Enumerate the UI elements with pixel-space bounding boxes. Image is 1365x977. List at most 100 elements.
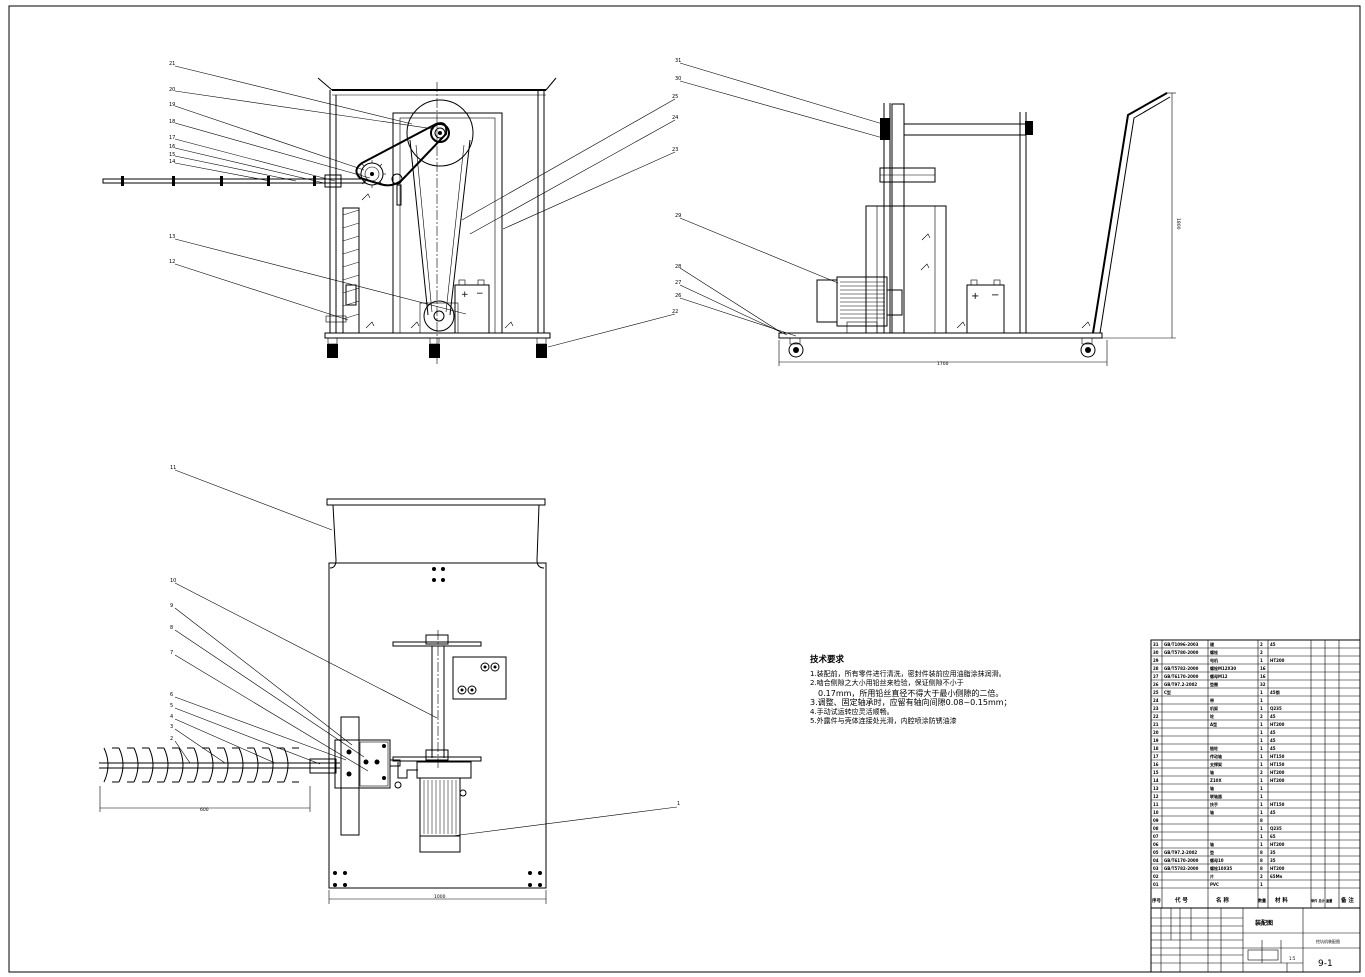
sheet-number: 9-1 xyxy=(1318,959,1333,969)
tech-line-2: 2.啮合侧隙之大小用铅丝来检验，保证侧隙不小于 xyxy=(810,679,964,687)
callout-28: 28 xyxy=(675,264,681,270)
bom-qty: 2 xyxy=(1260,874,1263,879)
callout-3: 3 xyxy=(170,724,173,730)
bom-no: 20 xyxy=(1153,730,1159,735)
callout-17: 17 xyxy=(169,135,175,141)
drawing-border xyxy=(8,5,1361,973)
bom-material: HT150 xyxy=(1270,802,1285,807)
callout-15: 15 xyxy=(169,152,175,158)
tech-line-1: 1.装配前，所有零件进行清洗，密封件装前应用油脂涂抹润滑。 xyxy=(810,669,1006,678)
dim-side-height: 1800 xyxy=(1175,218,1181,230)
bom-qty: 1 xyxy=(1260,746,1263,751)
callout-29: 29 xyxy=(675,213,681,219)
bom-material: 35 xyxy=(1270,850,1276,855)
bom-material: HT200 xyxy=(1270,842,1285,847)
bom-qty: 1 xyxy=(1260,794,1263,799)
bom-name: 螺栓 xyxy=(1210,649,1218,655)
dim-auger-length: 600 xyxy=(200,807,209,813)
tech-line-6: 5.外露件与壳体连接处光滑，内腔喷涂防锈油漆 xyxy=(810,717,957,725)
bom-name: 轴 xyxy=(1210,785,1214,791)
callout-27: 27 xyxy=(675,280,681,286)
bom-name: 螺母M12 xyxy=(1210,673,1228,679)
bom-code: GB/T5780-2000 xyxy=(1164,650,1199,655)
svg-text:+: + xyxy=(461,290,469,300)
bom-head-qty: 数量 xyxy=(1257,897,1266,903)
bom-no: 19 xyxy=(1153,738,1159,743)
bom-name: 轴 xyxy=(1210,769,1214,775)
bom-no: 04 xyxy=(1153,858,1159,863)
bom-qty: 8 xyxy=(1260,850,1263,855)
bom-qty: 1 xyxy=(1260,786,1263,791)
bom-no: 03 xyxy=(1153,866,1159,871)
side-view: + − 1700 1800 xyxy=(675,58,1181,367)
bom-no: 17 xyxy=(1153,754,1159,759)
bom-code: GB/T5782-2000 xyxy=(1164,666,1199,671)
bom-material: HT200 xyxy=(1270,778,1285,783)
svg-text:+: + xyxy=(971,291,979,302)
bom-qty: 32 xyxy=(1260,682,1266,687)
bom-qty: 2 xyxy=(1260,770,1263,775)
bom-material: HT150 xyxy=(1270,762,1285,767)
bom-name: 螺栓M12X30 xyxy=(1210,665,1236,671)
bom-qty: 1 xyxy=(1260,762,1263,767)
bom-no: 14 xyxy=(1153,778,1159,783)
top-view: 600 1000 11 10 9 8 7 6 5 4 3 xyxy=(99,465,680,904)
bom-name: 片 xyxy=(1210,873,1214,879)
technical-requirements: 技术要求 1.装配前，所有零件进行清洗，密封件装前应用油脂涂抹润滑。 2.啮合侧… xyxy=(810,655,1150,727)
bom-material: 35 xyxy=(1270,858,1276,863)
bom-name: 轴 xyxy=(1210,809,1214,815)
bom-no: 30 xyxy=(1153,650,1159,655)
bom-name: 轮 xyxy=(1210,713,1214,719)
bom-qty: 1 xyxy=(1260,778,1263,783)
bom-qty: 1 xyxy=(1260,722,1263,727)
bom-qty: 1 xyxy=(1260,882,1263,887)
bom-no: 11 xyxy=(1153,802,1159,807)
callout-8: 8 xyxy=(170,625,173,631)
bom-name: 带 xyxy=(1210,697,1214,703)
bom-name: A型 xyxy=(1210,721,1217,727)
bom-qty: 1 xyxy=(1260,706,1263,711)
bom-name: 垫圈 xyxy=(1210,681,1218,687)
bom-qty: 2 xyxy=(1260,642,1263,647)
bom-no: 10 xyxy=(1153,810,1159,815)
bom-no: 05 xyxy=(1153,850,1159,855)
bom-no: 25 xyxy=(1153,690,1159,695)
callout-1: 1 xyxy=(677,801,680,807)
bom-name: 传动轴 xyxy=(1209,753,1222,759)
bom-head-no: 序号 xyxy=(1151,897,1161,904)
callout-24: 24 xyxy=(672,115,678,121)
product-name: 挖坑机装配图 xyxy=(1316,938,1340,944)
callout-23: 23 xyxy=(672,147,678,153)
bom-qty: 1 xyxy=(1260,754,1263,759)
bom-material: 45 xyxy=(1270,810,1276,815)
bom-code: GB/T6170-2000 xyxy=(1164,858,1199,863)
bom-name: 螺母10 xyxy=(1210,857,1224,863)
tech-line-5: 4.手动试运转应灵活顺畅。 xyxy=(810,707,894,716)
callout-10: 10 xyxy=(170,578,176,584)
bom-code: GB/T97.2-2002 xyxy=(1164,850,1197,855)
bom-no: 01 xyxy=(1153,882,1159,887)
drawing-name: 装配图 xyxy=(1254,919,1273,927)
bom-no: 21 xyxy=(1153,722,1159,727)
callout-18: 18 xyxy=(169,119,175,125)
bom-code: GB/T1096-2003 xyxy=(1164,642,1199,647)
bom-name: 垫 xyxy=(1210,849,1214,855)
bom-no: 28 xyxy=(1153,666,1159,671)
bom-material: HT200 xyxy=(1270,770,1285,775)
bom-no: 02 xyxy=(1153,874,1159,879)
callout-5: 5 xyxy=(170,703,173,709)
bom-name: 链轮 xyxy=(1210,745,1218,751)
bom-qty: 1 xyxy=(1260,810,1263,815)
bom-head-code: 代 号 xyxy=(1174,896,1188,904)
front-view: + − xyxy=(102,61,678,365)
bom-material: 65 xyxy=(1270,834,1276,839)
bom-qty: 16 xyxy=(1260,666,1266,671)
bom-name: 扶手 xyxy=(1210,801,1218,807)
bom-no: 27 xyxy=(1153,674,1159,679)
bom-qty: 1 xyxy=(1260,730,1263,735)
bom-no: 13 xyxy=(1153,786,1159,791)
callout-16: 16 xyxy=(169,144,175,150)
callout-4: 4 xyxy=(170,714,173,720)
